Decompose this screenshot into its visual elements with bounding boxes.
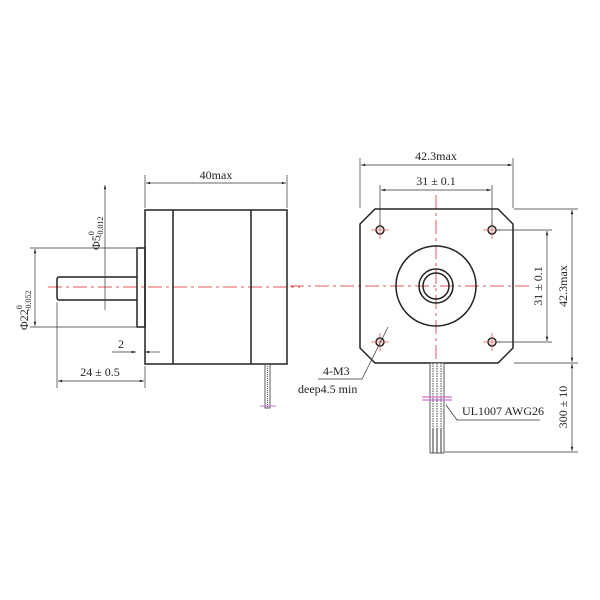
front-flange [359, 208, 514, 364]
side-view: 40max Φ50-0.012 Φ220-0.052 2 24 ± 0.5 [15, 168, 300, 409]
hole-spacing-v-dimension: 31 ± 0.1 [531, 266, 545, 306]
shaft [56, 276, 137, 301]
shaft-diameter-dimension: Φ50-0.012 [87, 217, 105, 250]
length-dimension: 40max [200, 168, 233, 182]
boss-circle [395, 245, 477, 327]
shaft-circle [422, 272, 450, 300]
shaft-outer-circle [418, 268, 454, 304]
shaft-length-dimension: 24 ± 0.5 [80, 365, 120, 379]
hole-spacing-h-dimension: 31 ± 0.1 [416, 174, 456, 188]
wire-spec-label: UL1007 AWG26 [462, 404, 544, 418]
width-dimension: 42.3max [415, 149, 457, 163]
front-wire-bundle [422, 362, 452, 454]
front-view: 42.3max 31 ± 0.1 31 ± 0.1 42.3max 300 ± … [290, 149, 578, 454]
lead-length-dimension: 300 ± 10 [556, 386, 570, 429]
height-dimension: 42.3max [556, 265, 570, 307]
boss-diameter-dimension: Φ220-0.052 [15, 291, 33, 330]
hole-depth-label: deep4.5 min [298, 382, 357, 396]
boss [136, 247, 146, 328]
side-wire [260, 363, 276, 409]
hole-spec-label: 4-M3 [323, 364, 350, 378]
boss-height-dimension: 2 [118, 337, 124, 351]
